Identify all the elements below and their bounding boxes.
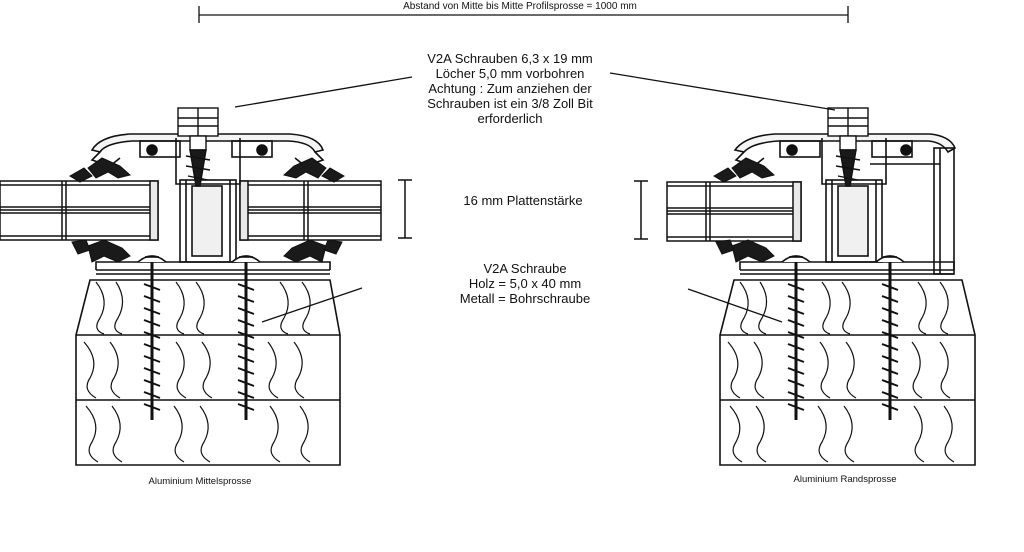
right-lower-seals [715,239,775,263]
screw-top-callout: V2A Schrauben 6,3 x 19 mm Löcher 5,0 mm … [390,51,630,127]
left-panel-b [239,180,382,241]
left-top-screw [177,107,219,187]
screw-bottom-callout: V2A Schraube Holz = 5,0 x 40 mm Metall =… [440,261,610,307]
screw-top-line-4: Schrauben ist ein 3/8 Zoll Bit [427,95,593,111]
left-wood-screw-2 [237,262,255,420]
leader-lines [234,72,836,323]
left-lower-seals [71,239,343,263]
panel-thickness-label: 16 mm Plattenstärke [463,193,583,208]
left-cover-profile [90,133,325,167]
screw-bottom-line-1: V2A Schraube [483,261,567,276]
dimension-line [198,6,849,23]
caption-right: Aluminium Randsprosse [793,474,897,485]
screw-top-line-1: V2A Schrauben 6,3 x 19 mm [427,51,593,66]
right-wood-screw-1 [787,262,805,420]
screw-top-line-3: Achtung : Zum anziehen der [428,80,592,96]
right-upper-seals [713,157,776,183]
left-base-channel [95,255,331,275]
screw-top-line-5: erforderlich [477,110,543,126]
right-base-channel [739,255,955,275]
screw-top-line-2: Löcher 5,0 mm vorbohren [435,65,585,81]
right-assembly-randsprosse [666,107,976,466]
right-wood-block [719,279,976,466]
dimension-label: Abstand von Mitte bis Mitte Profilspross… [300,1,740,13]
left-wood-screw-1 [143,262,161,420]
left-central-web [175,138,241,263]
caption-left: Aluminium Mittelsprosse [148,476,252,487]
screw-bottom-line-2: Holz = 5,0 x 40 mm [468,275,582,291]
thickness-bracket-right [634,180,648,240]
right-top-screw [827,107,869,187]
right-panel [666,181,802,242]
thickness-bracket-center [398,179,412,239]
right-wood-screw-2 [881,262,899,420]
left-panel-a [0,180,159,241]
right-central-web [821,138,887,263]
left-assembly-mittelsprosse [0,107,382,466]
left-wood-grain [83,281,311,463]
screw-bottom-line-3: Metall = Bohrschraube [459,290,591,306]
left-upper-seals [69,157,345,183]
right-wood-grain [727,281,955,463]
